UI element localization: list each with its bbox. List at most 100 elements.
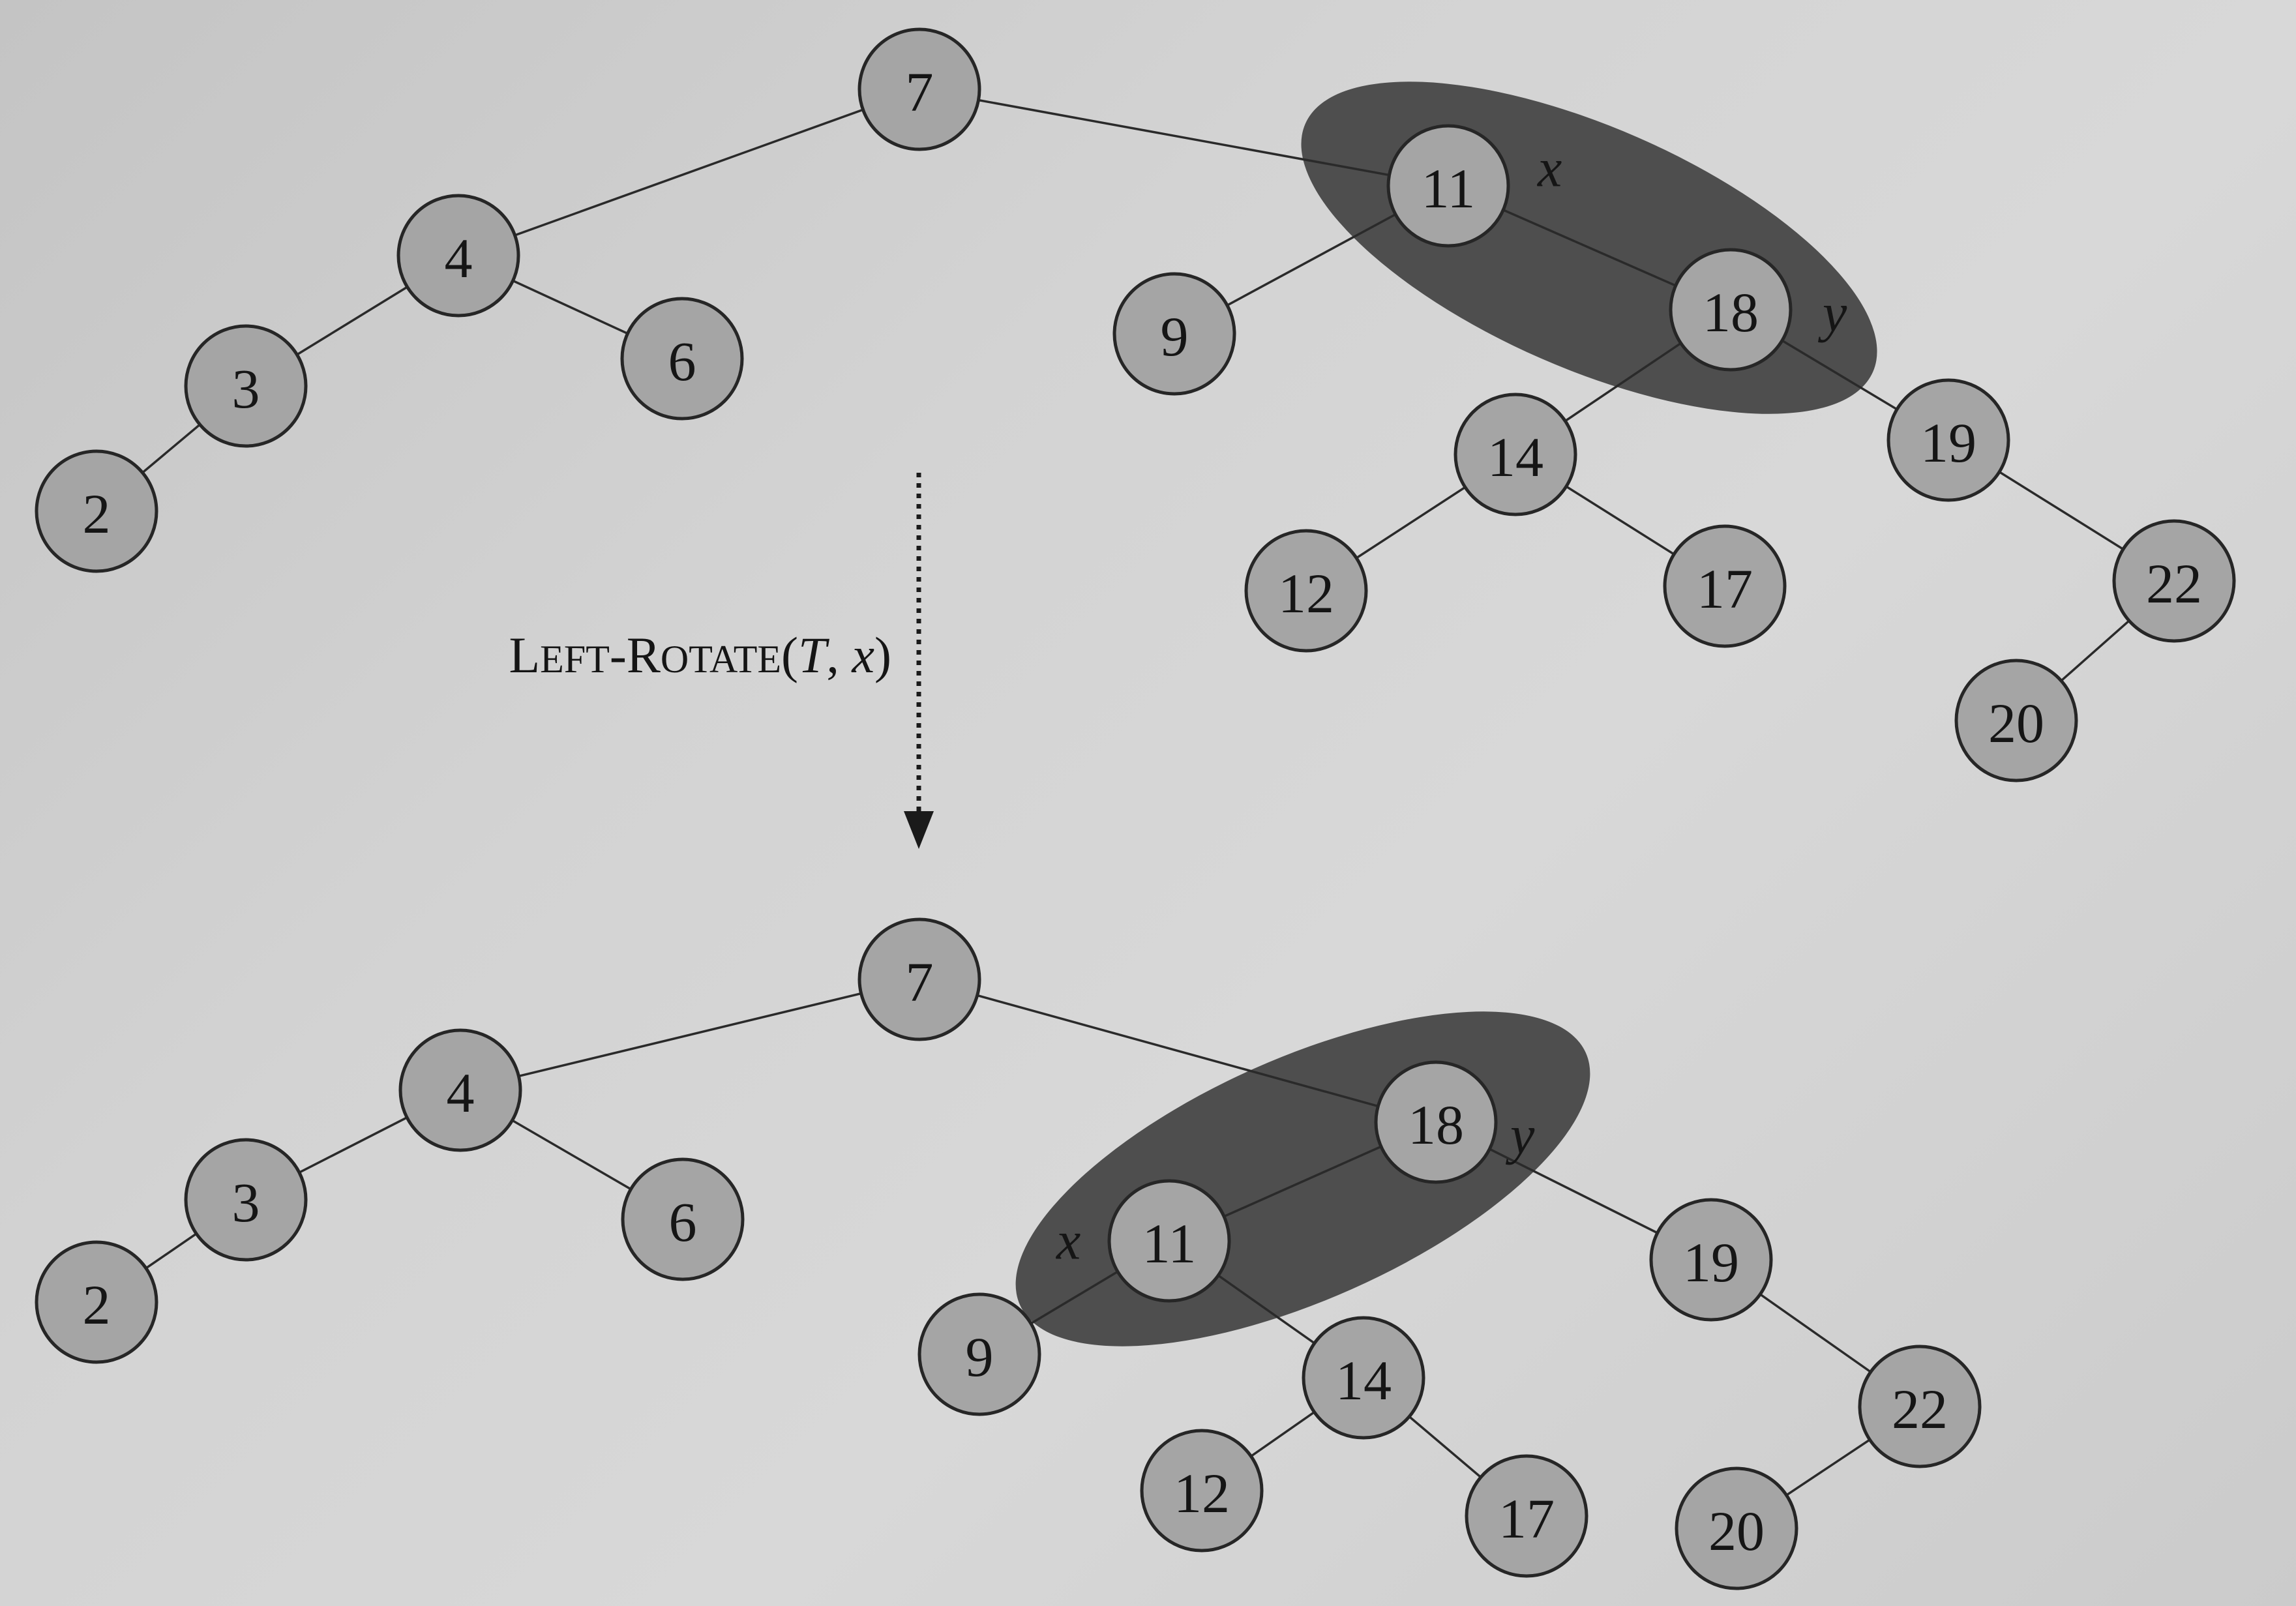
after-node-12-circle xyxy=(1140,1429,1264,1553)
before-node-4-label: 4 xyxy=(445,227,473,290)
before-node-12-circle xyxy=(1244,529,1368,653)
before-node-20-label: 20 xyxy=(1988,692,2044,754)
before-node-7-label: 7 xyxy=(906,61,934,123)
before-node-18: 18 xyxy=(1669,248,1793,372)
before-node-9-label: 9 xyxy=(1161,305,1189,368)
operation-args-sep: , xyxy=(826,627,852,683)
before-node-19: 19 xyxy=(1886,378,2010,502)
after-node-18-label: 18 xyxy=(1408,1093,1464,1156)
before-node-9: 9 xyxy=(1112,272,1236,396)
after-node-22-label: 22 xyxy=(1892,1378,1948,1440)
before-node-11-circle xyxy=(1386,124,1510,248)
before-node-11: 11 xyxy=(1386,124,1510,248)
before-pointer-y-label: y xyxy=(1817,283,1847,344)
after-node-20-circle xyxy=(1675,1466,1798,1590)
after-node-12: 12 xyxy=(1140,1429,1264,1553)
before-node-12-label: 12 xyxy=(1278,562,1334,625)
operation-caption: LEFT-ROTATE(T, x) xyxy=(509,627,891,683)
after-node-19-label: 19 xyxy=(1683,1231,1739,1294)
after-rotation-highlight xyxy=(1015,1011,1590,1346)
after-node-14-circle xyxy=(1302,1316,1425,1440)
after-pointer-y-label: y xyxy=(1505,1105,1535,1166)
before-node-14-circle xyxy=(1454,393,1577,516)
before-node-19-label: 19 xyxy=(1920,411,1976,474)
after-node-11-circle xyxy=(1107,1179,1231,1303)
after-node-3: 3 xyxy=(184,1138,308,1262)
after-node-17: 17 xyxy=(1465,1454,1588,1578)
before-node-2-label: 2 xyxy=(83,483,111,545)
after-node-2-circle xyxy=(35,1240,158,1364)
operation-name-hyphen: - xyxy=(610,627,627,683)
before-node-18-circle xyxy=(1669,248,1793,372)
before-node-2: 2 xyxy=(35,449,158,573)
before-node-22: 22 xyxy=(2112,519,2236,643)
before-node-3: 3 xyxy=(184,324,308,448)
after-node-9-circle xyxy=(917,1292,1041,1416)
after-node-14: 14 xyxy=(1302,1316,1425,1440)
tree-before: 7 4 3 2 6 11 9 18 14 12 17 19 22 20 x y xyxy=(35,27,2236,782)
after-edge-7-18 xyxy=(919,978,1437,1123)
after-node-6-label: 6 xyxy=(669,1191,697,1253)
after-node-19: 19 xyxy=(1649,1198,1773,1322)
before-node-6-circle xyxy=(620,297,744,421)
before-node-9-circle xyxy=(1112,272,1236,396)
after-node-22: 22 xyxy=(1858,1345,1982,1468)
before-node-20: 20 xyxy=(1954,659,2078,782)
before-node-3-label: 3 xyxy=(232,357,260,420)
before-node-14: 14 xyxy=(1454,393,1577,516)
before-edge-7-4 xyxy=(458,88,920,257)
transition: LEFT-ROTATE(T, x) xyxy=(509,473,934,849)
after-node-4-circle xyxy=(398,1028,522,1152)
operation-name-first: L xyxy=(509,627,541,683)
before-node-2-circle xyxy=(35,449,158,573)
before-edge-7-11 xyxy=(919,88,1449,187)
before-node-7-circle xyxy=(857,27,981,151)
before-node-18-label: 18 xyxy=(1703,281,1759,344)
before-node-22-label: 22 xyxy=(2146,552,2202,615)
after-node-20-label: 20 xyxy=(1708,1500,1765,1562)
after-node-2: 2 xyxy=(35,1240,158,1364)
before-node-4-circle xyxy=(396,194,520,318)
after-node-11: 11 xyxy=(1107,1179,1231,1303)
after-node-4-label: 4 xyxy=(447,1062,475,1124)
operation-arg-node: x xyxy=(851,627,874,683)
after-node-6: 6 xyxy=(621,1157,745,1281)
after-node-2-label: 2 xyxy=(83,1273,111,1336)
before-pointer-x-label: x xyxy=(1536,138,1562,199)
after-node-18: 18 xyxy=(1374,1060,1498,1184)
after-node-18-circle xyxy=(1374,1060,1498,1184)
before-node-4: 4 xyxy=(396,194,520,318)
after-node-7: 7 xyxy=(857,917,981,1041)
after-node-7-label: 7 xyxy=(906,951,934,1013)
before-node-22-circle xyxy=(2112,519,2236,643)
operation-name-rest-2: OTATE xyxy=(661,638,781,681)
before-node-17: 17 xyxy=(1663,524,1787,648)
operation-arg-tree: T xyxy=(798,627,829,683)
after-node-17-circle xyxy=(1465,1454,1588,1578)
before-node-6: 6 xyxy=(620,297,744,421)
after-node-11-label: 11 xyxy=(1142,1212,1197,1275)
after-node-3-label: 3 xyxy=(232,1171,260,1234)
before-node-17-circle xyxy=(1663,524,1787,648)
after-node-22-circle xyxy=(1858,1345,1982,1468)
operation-name-rest-1: EFT xyxy=(540,638,610,681)
after-node-4: 4 xyxy=(398,1028,522,1152)
after-node-14-label: 14 xyxy=(1335,1349,1392,1412)
after-node-12-label: 12 xyxy=(1174,1462,1230,1524)
before-node-12: 12 xyxy=(1244,529,1368,653)
transition-arrow-head xyxy=(904,811,934,849)
before-node-20-circle xyxy=(1954,659,2078,782)
after-edge-7-4 xyxy=(460,978,920,1092)
after-node-17-label: 17 xyxy=(1498,1487,1555,1550)
after-node-19-circle xyxy=(1649,1198,1773,1322)
before-node-6-label: 6 xyxy=(668,330,696,393)
before-node-17-label: 17 xyxy=(1697,558,1753,620)
before-node-19-circle xyxy=(1886,378,2010,502)
after-node-7-circle xyxy=(857,917,981,1041)
after-node-9-label: 9 xyxy=(966,1326,994,1388)
before-node-7: 7 xyxy=(857,27,981,151)
operation-args-close: ) xyxy=(874,627,891,683)
